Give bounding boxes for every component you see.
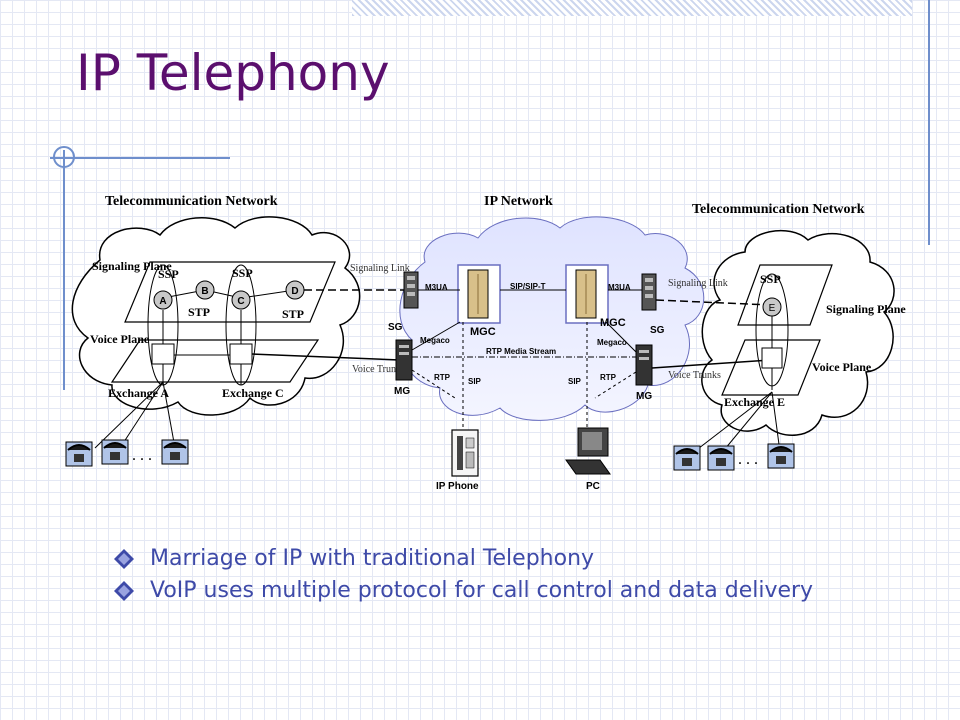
rtp-right-label: RTP bbox=[600, 373, 617, 382]
ip-phone-label: IP Phone bbox=[436, 481, 479, 492]
sg-right-server bbox=[641, 273, 657, 311]
right-network-title: Telecommunication Network bbox=[692, 202, 865, 217]
ellipsis-right: . . . bbox=[738, 451, 758, 468]
mg-right-server bbox=[635, 344, 653, 386]
right-voice-plane-label: Voice Plane bbox=[812, 360, 872, 374]
ellipsis-left: . . . bbox=[132, 447, 152, 464]
exchange-e-label: Exchange E bbox=[724, 395, 785, 409]
right-voice-trunks-label: Voice Trunks bbox=[668, 370, 721, 381]
left-stp-d-label: STP bbox=[282, 307, 304, 321]
header-hatch-band bbox=[352, 0, 912, 16]
pc-label: PC bbox=[586, 481, 600, 492]
decorative-horizontal-line bbox=[50, 157, 230, 159]
left-signaling-plane-label: Signaling Plane bbox=[92, 259, 172, 273]
left-signaling-plane bbox=[124, 261, 336, 323]
right-ssp-label: SSP bbox=[760, 272, 781, 286]
diamond-bullet-icon bbox=[114, 580, 134, 601]
node-e: E bbox=[762, 297, 782, 317]
node-a-label: A bbox=[159, 296, 166, 307]
sg-right-label: SG bbox=[650, 325, 665, 336]
left-ssp-c-label: SSP bbox=[232, 266, 253, 280]
slide-title: IP Telephony bbox=[76, 44, 390, 102]
node-b: B bbox=[195, 280, 215, 300]
sip-sip-t-label: SIP/SIP-T bbox=[510, 282, 546, 291]
right-signaling-link-label: Signaling Link bbox=[668, 278, 728, 289]
right-signaling-plane-label: Signaling Plane bbox=[826, 302, 906, 316]
exchange-c-voice-switch bbox=[229, 343, 253, 365]
exchange-a-label: Exchange A bbox=[108, 386, 169, 400]
megaco-left-label: Megaco bbox=[420, 336, 450, 345]
mgc-left-label: MGC bbox=[470, 326, 496, 338]
ip-phone-icon bbox=[451, 429, 479, 477]
decorative-vertical-line bbox=[63, 150, 65, 390]
right-voice-plane bbox=[721, 339, 821, 396]
left-voice-trunks-label: Voice Trunks bbox=[352, 364, 405, 375]
telephone-icon bbox=[65, 441, 93, 467]
ip-network-cloud bbox=[399, 216, 705, 421]
center-network-title: IP Network bbox=[484, 194, 553, 209]
left-voice-trunk-line bbox=[251, 353, 401, 361]
sg-left-server bbox=[403, 271, 419, 309]
telephone-icon bbox=[673, 445, 701, 471]
node-d: D bbox=[285, 280, 305, 300]
exchange-c-label: Exchange C bbox=[222, 386, 284, 400]
left-cloud bbox=[71, 216, 361, 416]
right-voice-trunk-line bbox=[651, 359, 771, 369]
left-stp-b-label: STP bbox=[188, 305, 210, 319]
sip-right-label: SIP bbox=[568, 377, 582, 386]
exchange-e-voice-switch bbox=[761, 347, 783, 369]
m3ua-left-label: M3UA bbox=[425, 283, 448, 292]
node-d-label: D bbox=[291, 286, 298, 297]
exchange-a-voice-switch bbox=[151, 343, 175, 365]
bullet-text: VoIP uses multiple protocol for call con… bbox=[150, 578, 814, 603]
sip-left-label: SIP bbox=[468, 377, 482, 386]
sg-left-label: SG bbox=[388, 322, 403, 333]
m3ua-right-label: M3UA bbox=[608, 283, 631, 292]
bullet-list: Marriage of IP with traditional Telephon… bbox=[112, 546, 813, 610]
bullet-item: Marriage of IP with traditional Telephon… bbox=[112, 546, 813, 571]
mgc-left-server bbox=[457, 264, 501, 324]
megaco-right-label: Megaco bbox=[597, 338, 627, 347]
mg-left-server bbox=[395, 339, 413, 381]
left-signaling-link-label-1: Signaling Link bbox=[350, 263, 410, 274]
left-network-title: Telecommunication Network bbox=[105, 194, 278, 209]
rtp-left-label: RTP bbox=[434, 373, 451, 382]
bullet-item: VoIP uses multiple protocol for call con… bbox=[112, 578, 813, 603]
node-e-label: E bbox=[769, 303, 776, 314]
rtp-media-stream-label: RTP Media Stream bbox=[486, 347, 556, 356]
telephone-icon bbox=[101, 439, 129, 465]
mgc-right-server bbox=[565, 264, 609, 324]
bullet-text: Marriage of IP with traditional Telephon… bbox=[150, 546, 595, 571]
telephone-icon bbox=[767, 443, 795, 469]
left-voice-plane bbox=[110, 339, 320, 383]
right-signaling-link-line bbox=[655, 299, 771, 306]
decorative-right-line bbox=[928, 0, 930, 245]
node-a: A bbox=[153, 290, 173, 310]
mg-right-label: MG bbox=[636, 391, 652, 402]
mg-left-label: MG bbox=[394, 386, 410, 397]
node-c-label: C bbox=[237, 296, 244, 307]
diamond-bullet-icon bbox=[114, 548, 134, 569]
telephone-icon bbox=[161, 439, 189, 465]
node-b-label: B bbox=[201, 286, 208, 297]
right-signaling-plane bbox=[737, 264, 833, 326]
left-voice-plane-label: Voice Plane bbox=[90, 332, 150, 346]
right-cloud bbox=[701, 229, 895, 436]
pc-icon bbox=[565, 427, 611, 475]
decorative-circle bbox=[53, 146, 75, 168]
node-c: C bbox=[231, 290, 251, 310]
left-ssp-a-label: SSP bbox=[158, 267, 179, 281]
telephone-icon bbox=[707, 445, 735, 471]
mgc-right-label: MGC bbox=[600, 317, 626, 329]
